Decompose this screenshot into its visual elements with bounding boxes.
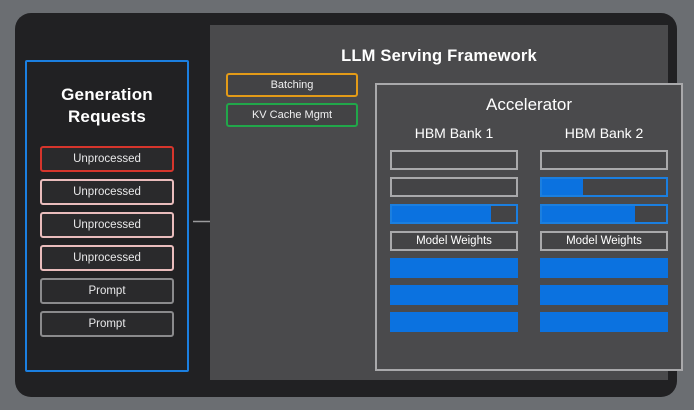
memory-block [540,285,668,305]
memory-block-label: Model Weights [566,235,642,247]
request-item[interactable]: Unprocessed [40,245,174,271]
memory-block-model-weights: Model Weights [390,231,518,251]
framework-badge[interactable]: Batching [226,73,358,97]
requests-title-line-1: Generation [61,85,153,104]
memory-block-model-weights: Model Weights [540,231,668,251]
memory-block [390,150,518,170]
memory-block-fill [392,206,492,222]
memory-block [390,177,518,197]
framework-title: LLM Serving Framework [341,47,537,65]
hbm-bank: HBM Bank 2 Model Weights [540,125,668,339]
framework-badge-list: Batching KV Cache Mgmt [226,73,358,133]
memory-block [540,204,668,224]
request-item[interactable]: Unprocessed [40,146,174,172]
memory-block [390,258,518,278]
memory-block [540,177,668,197]
memory-block [540,312,668,332]
generation-requests-title: Generation Requests [27,84,187,128]
hbm-bank-label: HBM Bank 2 [564,125,644,141]
memory-block [540,258,668,278]
framework-badge[interactable]: KV Cache Mgmt [226,103,358,127]
request-item[interactable]: Prompt [40,311,174,337]
request-item[interactable]: Unprocessed [40,179,174,205]
memory-block [390,312,518,332]
request-item[interactable]: Unprocessed [40,212,174,238]
memory-block-fill [542,179,583,195]
memory-block-label: Model Weights [416,235,492,247]
hbm-bank-list: HBM Bank 1 Model Weights HBM Bank 2 Model W… [377,115,681,339]
memory-block-fill [542,206,635,222]
memory-block [390,285,518,305]
llm-serving-framework-panel: LLM Serving Framework Batching KV Cache M… [210,25,683,380]
requests-title-line-2: Requests [67,107,147,126]
accelerator-title: Accelerator [486,95,572,114]
memory-block [540,150,668,170]
request-item[interactable]: Prompt [40,278,174,304]
memory-block [390,204,518,224]
hbm-bank: HBM Bank 1 Model Weights [390,125,518,339]
hbm-bank-label: HBM Bank 1 [414,125,494,141]
